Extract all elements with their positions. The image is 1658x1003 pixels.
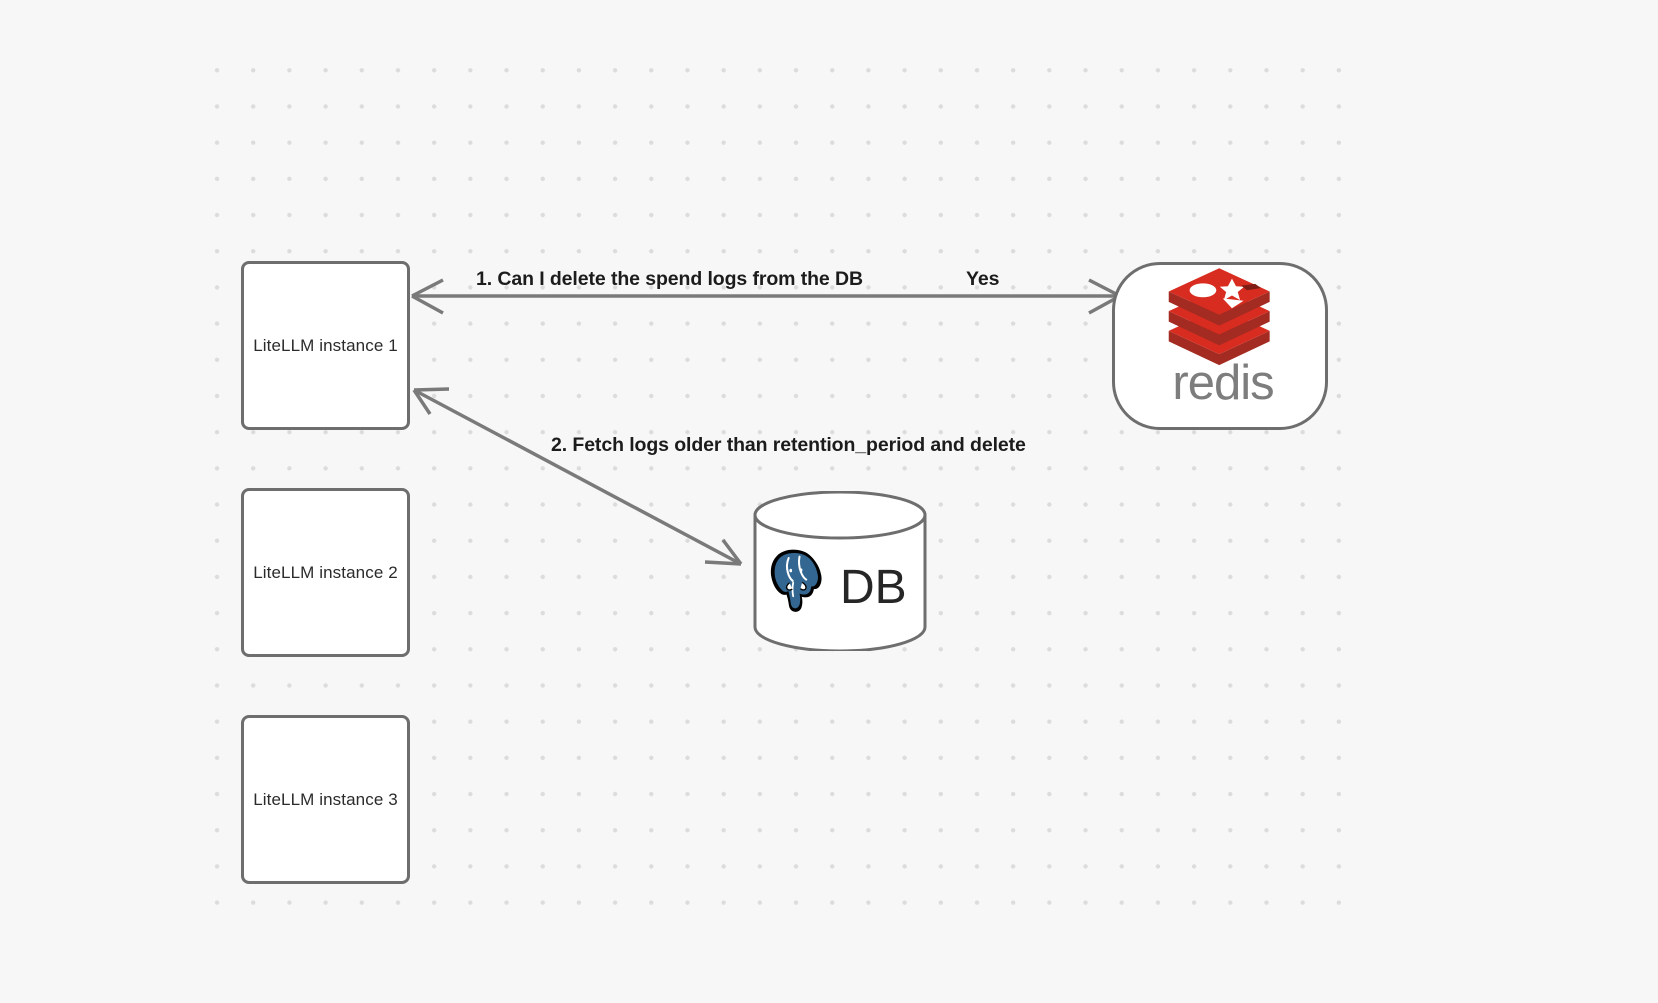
- node-redis[interactable]: redis: [1112, 262, 1328, 430]
- svg-text:redis: redis: [1172, 356, 1273, 410]
- node-litellm-instance-1[interactable]: LiteLLM instance 1: [241, 261, 410, 430]
- edge-label-2: 2. Fetch logs older than retention_perio…: [551, 434, 1026, 456]
- node-litellm-instance-2[interactable]: LiteLLM instance 2: [241, 488, 410, 657]
- postgresql-elephant-icon: [770, 549, 822, 612]
- edge-label-yes: Yes: [966, 268, 1000, 290]
- node-litellm-instance-2-label: LiteLLM instance 2: [253, 562, 398, 582]
- redis-logo: [1168, 268, 1270, 366]
- svg-text:DB: DB: [840, 561, 907, 614]
- db-label: DB: [840, 561, 907, 614]
- node-litellm-instance-1-label: LiteLLM instance 1: [253, 335, 398, 355]
- node-database[interactable]: DB: [752, 490, 928, 653]
- node-litellm-instance-3-label: LiteLLM instance 3: [253, 789, 398, 809]
- node-litellm-instance-3[interactable]: LiteLLM instance 3: [241, 715, 410, 884]
- redis-wordmark: redis: [1172, 356, 1274, 410]
- db-cylinder-shape: [753, 490, 927, 653]
- edge-label-1: 1. Can I delete the spend logs from the …: [476, 268, 863, 290]
